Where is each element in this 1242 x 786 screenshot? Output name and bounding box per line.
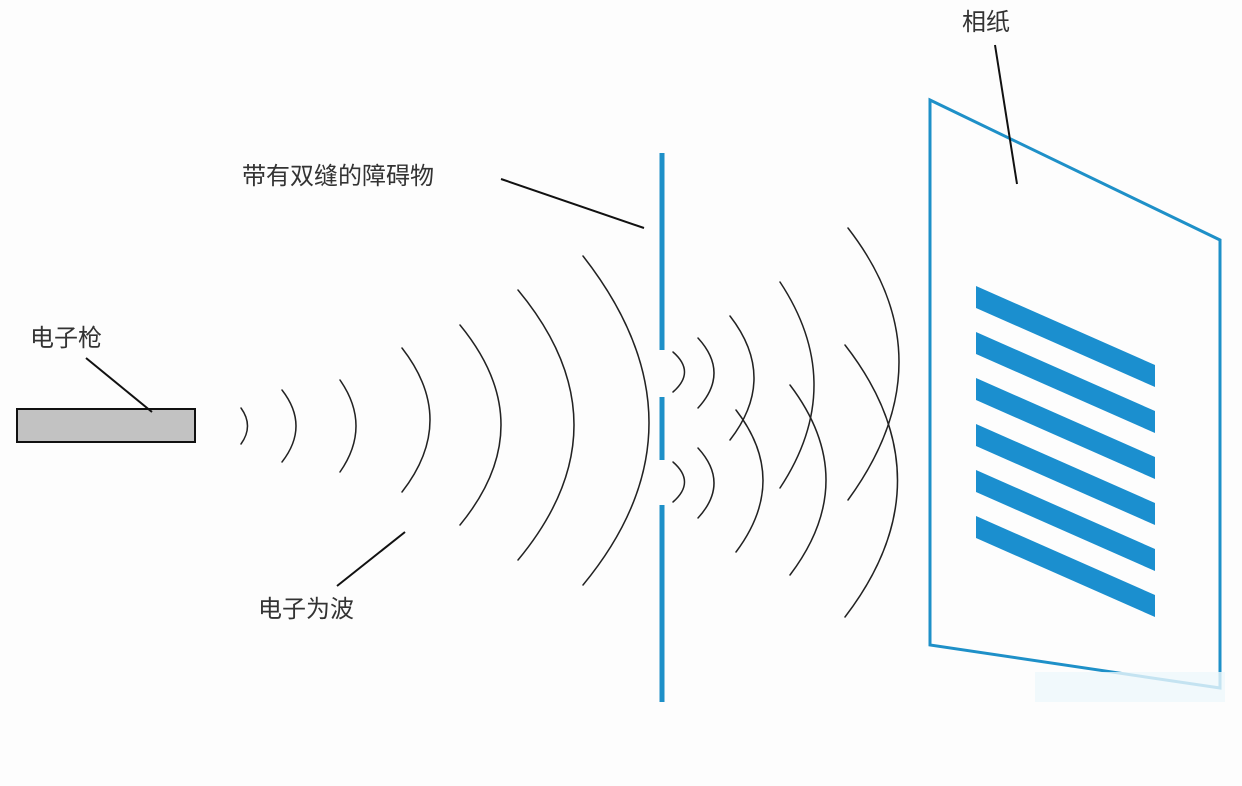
bottom-slit-wavefront [789, 384, 827, 576]
fringe-band [976, 332, 1155, 433]
outgoing-waves-bottom-slit [672, 344, 899, 618]
top-slit-wavefront [697, 337, 715, 409]
electron-gun [16, 408, 196, 443]
electron-wave-label: 电子为波 [258, 595, 354, 623]
fringe-band [976, 470, 1155, 571]
bottom-slit-wavefront [735, 409, 764, 553]
incoming-wavefront [339, 379, 357, 473]
incoming-wavefront [517, 289, 575, 561]
incoming-wavefront [401, 347, 431, 493]
top-slit-wavefront [779, 281, 815, 489]
top-slit-wavefront [847, 227, 900, 501]
barrier-label: 带有双缝的障碍物 [242, 162, 434, 190]
electron-wave-pointer [336, 531, 406, 587]
fringe-band [976, 286, 1155, 387]
incoming-wavefront [281, 389, 297, 463]
fringe-band [976, 378, 1155, 479]
incoming-wavefront [240, 407, 249, 445]
barrier-pointer [500, 178, 645, 229]
top-slit-wavefront [672, 351, 686, 393]
electron-gun-label: 电子枪 [30, 324, 102, 352]
outgoing-waves-top-slit [672, 227, 900, 501]
fringe-band [976, 424, 1155, 525]
top-slit-wavefront [729, 315, 755, 441]
incoming-wavefront [582, 255, 650, 586]
electron-gun-pointer [85, 357, 153, 413]
bottom-slit-wavefront [672, 461, 686, 503]
incoming-waves [240, 255, 650, 586]
bottom-slit-wavefront [697, 447, 715, 519]
photo-paper-pointer [994, 44, 1018, 185]
interference-fringes [976, 286, 1155, 617]
bottom-slit-wavefront [844, 344, 899, 618]
watermark-patch [1035, 672, 1225, 702]
incoming-wavefront [459, 324, 502, 526]
fringe-band [976, 516, 1155, 617]
photo-paper-label: 相纸 [962, 8, 1010, 36]
